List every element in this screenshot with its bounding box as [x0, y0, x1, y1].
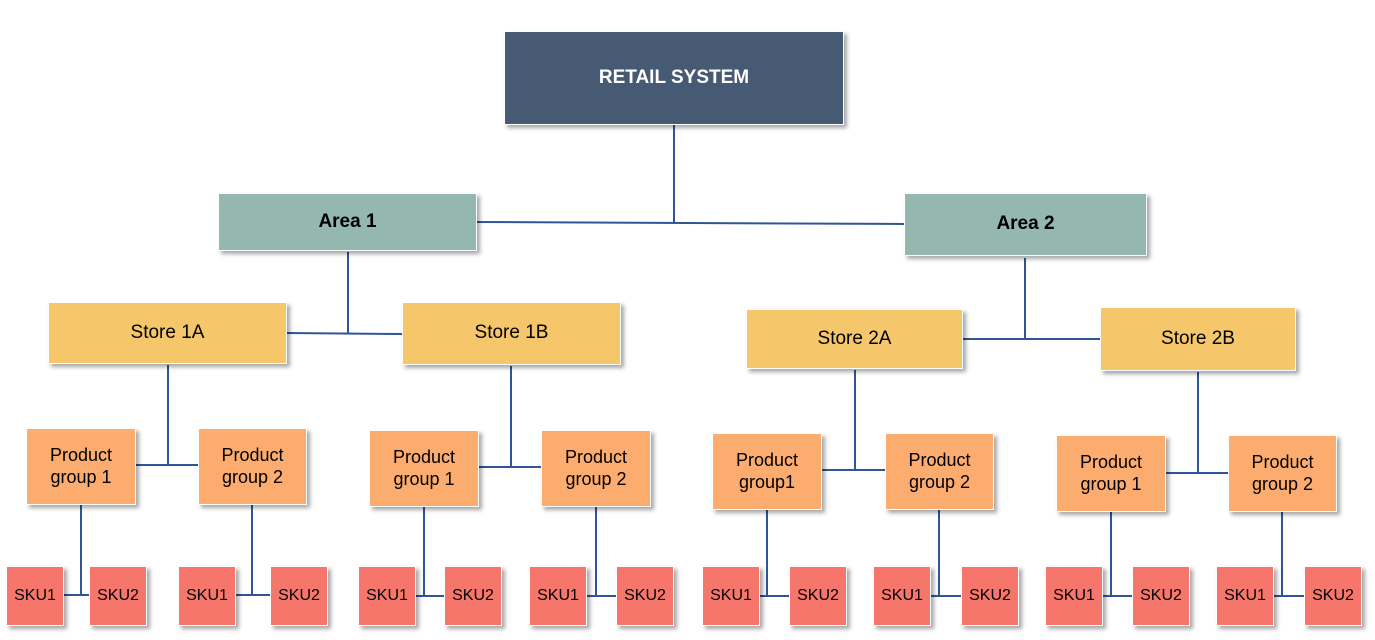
store-2a-label: Store 2A	[817, 327, 892, 349]
product-group-label: Product group 2	[1251, 451, 1314, 494]
sku-label: SKU2	[97, 587, 139, 605]
product-group-node[interactable]: Product group 1	[369, 430, 479, 507]
sku-node[interactable]: SKU1	[529, 566, 587, 626]
sku-node[interactable]: SKU2	[1304, 566, 1362, 626]
sku-label: SKU1	[710, 587, 752, 605]
product-group-node[interactable]: Product group 1	[26, 428, 136, 505]
product-group-node[interactable]: Product group 1	[1056, 435, 1166, 512]
sku-label: SKU2	[969, 587, 1011, 605]
product-group-label: Product group 2	[221, 444, 284, 487]
product-group-node[interactable]: Product group 2	[1228, 435, 1337, 512]
sku-node[interactable]: SKU2	[1132, 566, 1190, 626]
product-group-node[interactable]: Product group1	[712, 433, 822, 510]
product-group-node[interactable]: Product group 2	[198, 428, 307, 505]
retail-system-node[interactable]: RETAIL SYSTEM	[504, 31, 844, 125]
sku-node[interactable]: SKU2	[89, 566, 147, 626]
sku-node[interactable]: SKU1	[6, 566, 64, 626]
store-1b-node[interactable]: Store 1B	[402, 302, 621, 365]
product-group-label: Product group 2	[908, 449, 971, 492]
sku-label: SKU1	[881, 587, 923, 605]
area-2-node[interactable]: Area 2	[904, 193, 1147, 256]
sku-label: SKU1	[186, 587, 228, 605]
sku-node[interactable]: SKU2	[444, 566, 502, 626]
sku-node[interactable]: SKU1	[178, 566, 236, 626]
product-group-node[interactable]: Product group 2	[541, 430, 651, 507]
sku-label: SKU2	[1140, 587, 1182, 605]
product-group-label: Product group 2	[564, 446, 628, 489]
area-1-node[interactable]: Area 1	[218, 193, 477, 251]
area-2-label: Area 2	[996, 213, 1055, 235]
sku-node[interactable]: SKU1	[1216, 566, 1274, 626]
sku-node[interactable]: SKU1	[702, 566, 760, 626]
store-2b-node[interactable]: Store 2B	[1100, 307, 1296, 371]
sku-label: SKU2	[1312, 587, 1354, 605]
sku-label: SKU1	[1053, 587, 1095, 605]
sku-node[interactable]: SKU1	[1045, 566, 1103, 626]
sku-node[interactable]: SKU2	[616, 566, 674, 626]
product-group-label: Product group 1	[49, 444, 113, 487]
sku-node[interactable]: SKU2	[961, 566, 1019, 626]
sku-label: SKU2	[797, 587, 839, 605]
retail-system-label: RETAIL SYSTEM	[598, 66, 750, 88]
sku-label: SKU1	[537, 587, 579, 605]
store-1a-node[interactable]: Store 1A	[48, 302, 287, 364]
sku-node[interactable]: SKU1	[358, 566, 416, 626]
sku-node[interactable]: SKU2	[270, 566, 328, 626]
product-group-label: Product group 1	[392, 446, 456, 489]
sku-label: SKU1	[14, 587, 56, 605]
sku-node[interactable]: SKU2	[789, 566, 847, 626]
store-1a-label: Store 1A	[130, 321, 205, 343]
sku-label: SKU2	[278, 587, 320, 605]
product-group-label: Product group1	[735, 449, 799, 492]
product-group-node[interactable]: Product group 2	[885, 433, 994, 510]
store-2a-node[interactable]: Store 2A	[746, 309, 963, 369]
sku-label: SKU2	[452, 587, 494, 605]
sku-node[interactable]: SKU1	[873, 566, 931, 626]
sku-label: SKU2	[624, 587, 666, 605]
product-group-label: Product group 1	[1079, 451, 1143, 494]
store-1b-label: Store 1B	[474, 322, 549, 344]
sku-label: SKU1	[1224, 587, 1266, 605]
store-2b-label: Store 2B	[1161, 327, 1235, 349]
sku-label: SKU1	[366, 587, 408, 605]
area-1-label: Area 1	[318, 210, 377, 232]
